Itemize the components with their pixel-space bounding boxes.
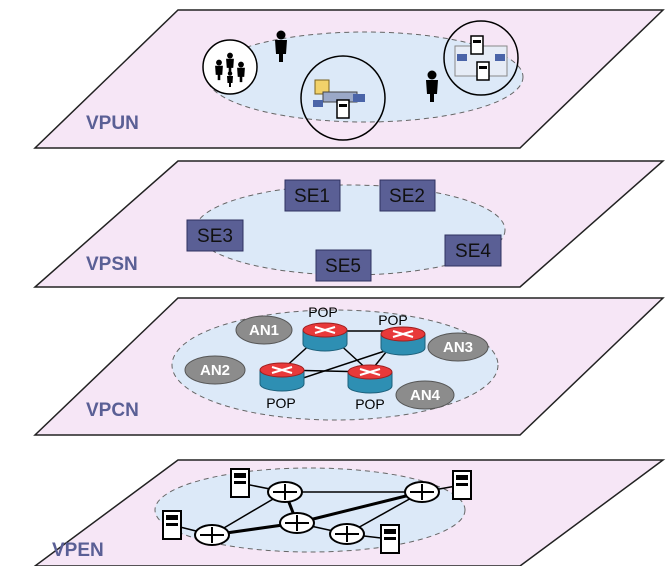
router-icon — [347, 364, 393, 394]
router-icon — [302, 322, 348, 352]
service-element-se2: SE2 — [379, 179, 436, 212]
se4-label: SE4 — [455, 241, 491, 262]
access-network-an3: AN3 — [427, 332, 489, 362]
server-icon — [380, 524, 400, 554]
server-icon — [452, 470, 472, 500]
se2-label: SE2 — [389, 186, 425, 207]
server-cluster-icon — [443, 20, 519, 96]
server-cluster-icon — [300, 55, 386, 141]
access-network-an1: AN1 — [235, 315, 293, 345]
user-group-icon — [202, 39, 258, 95]
access-network-an2: AN2 — [184, 355, 246, 385]
switch-node-icon — [279, 512, 315, 534]
layer-vpsn: VPSN SE1 SE2 SE3 SE4 SE5 — [33, 160, 665, 288]
an1-label: AN1 — [249, 322, 279, 339]
server-icon — [230, 468, 250, 498]
server-icon — [162, 510, 182, 540]
an2-label: AN2 — [200, 362, 230, 379]
vpen-label: VPEN — [52, 540, 104, 561]
vpcn-label: VPCN — [86, 400, 139, 421]
se3-label: SE3 — [197, 226, 233, 247]
layer-vpen: VPEN — [33, 459, 666, 566]
service-element-se1: SE1 — [284, 179, 341, 212]
switch-node-icon — [267, 481, 303, 503]
service-element-se5: SE5 — [315, 249, 372, 282]
pop-label: POP — [308, 304, 338, 320]
switch-node-icon — [194, 524, 230, 546]
service-element-se3: SE3 — [186, 219, 244, 252]
switch-node-icon — [404, 481, 440, 503]
router-icon — [380, 326, 426, 356]
se1-label: SE1 — [294, 186, 330, 207]
router-icon — [259, 362, 305, 392]
pop-label: POP — [378, 312, 408, 328]
service-element-se4: SE4 — [444, 234, 502, 267]
pop-label: POP — [266, 395, 296, 411]
vpsn-label: VPSN — [86, 254, 138, 275]
an3-label: AN3 — [443, 339, 473, 356]
layer-vpcn: VPCN POP POP POP POP AN1 AN2 AN3 — [33, 297, 665, 436]
se5-label: SE5 — [325, 256, 361, 277]
pop-label: POP — [355, 396, 385, 412]
vpun-label: VPUN — [86, 113, 139, 134]
layer-vpun: VPUN — [33, 9, 665, 149]
access-network-an4: AN4 — [395, 380, 455, 410]
switch-node-icon — [329, 523, 365, 545]
an4-label: AN4 — [410, 387, 441, 404]
